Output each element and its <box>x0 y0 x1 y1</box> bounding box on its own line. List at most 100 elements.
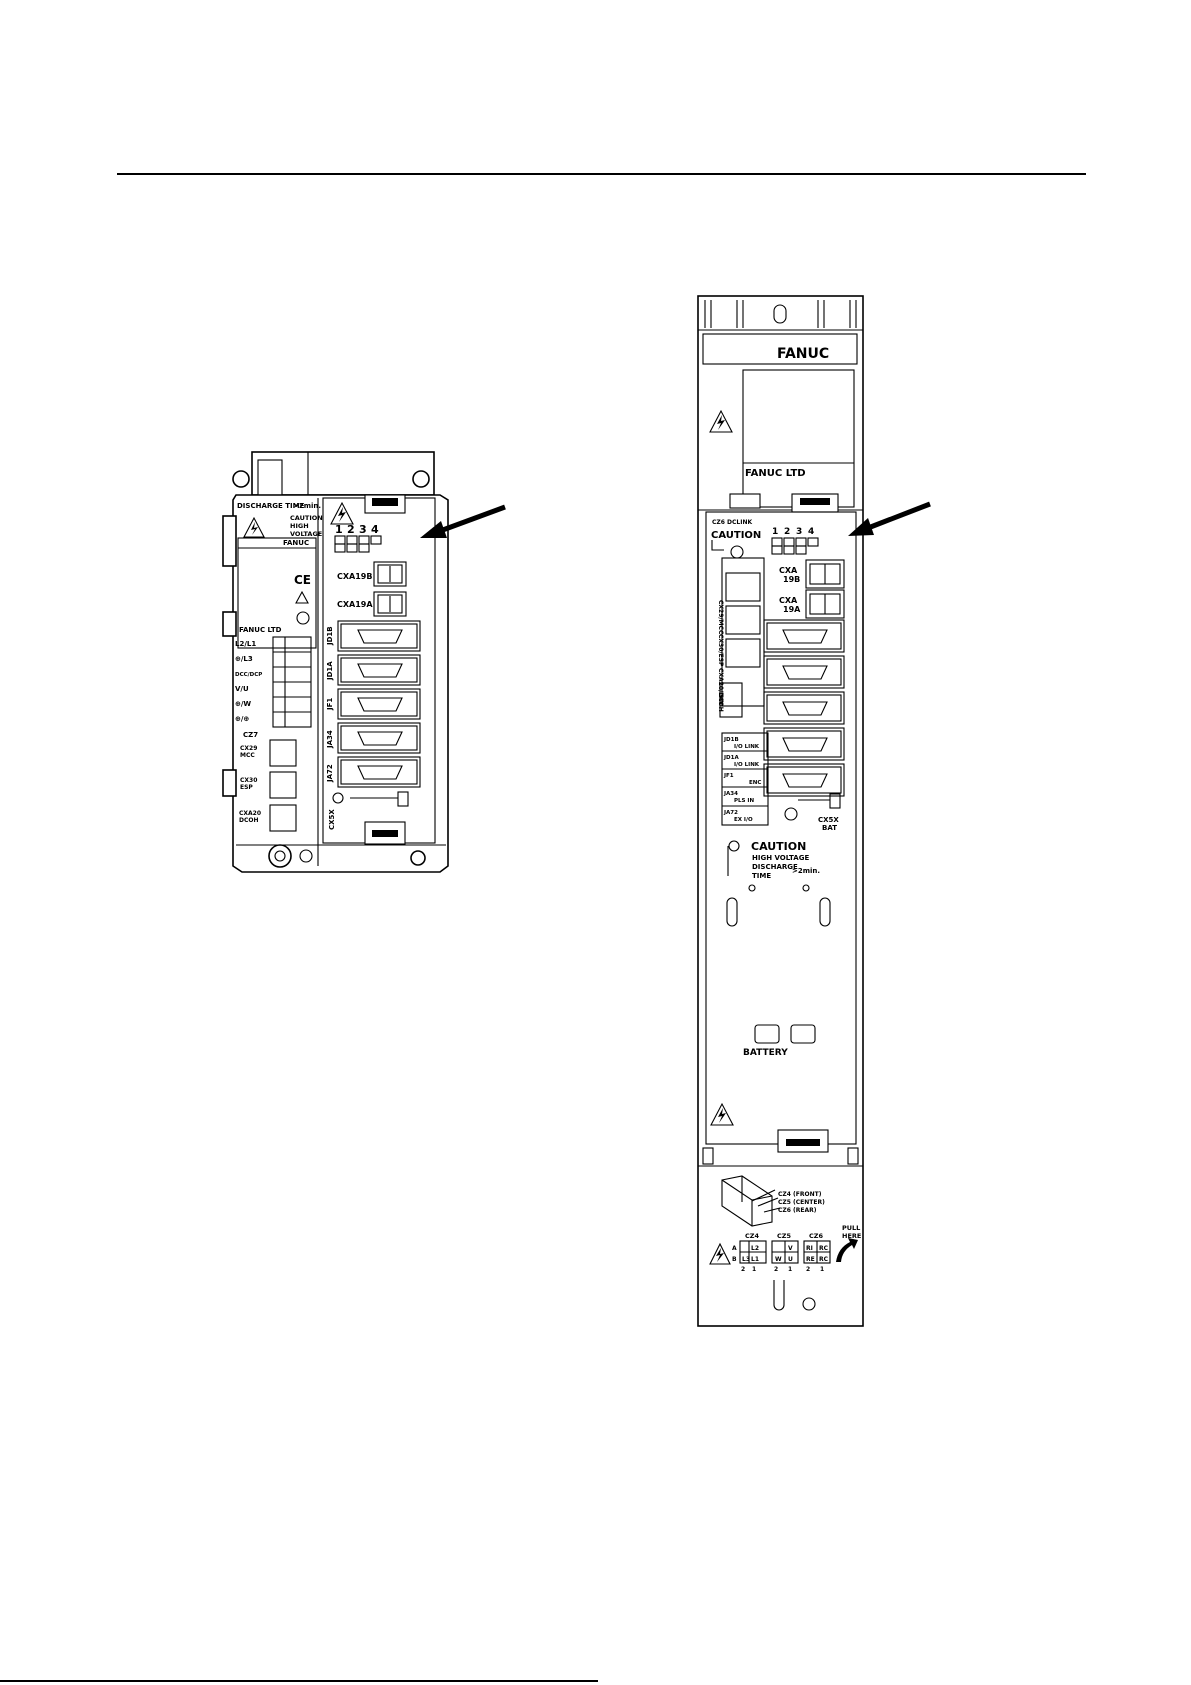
cxa19a-label: CXA <box>779 596 798 605</box>
cx30-connector <box>269 771 297 799</box>
left-mount-hole <box>412 470 430 488</box>
right-brand-band <box>702 333 858 365</box>
cxa19a-label: CXA19A <box>337 600 373 609</box>
dip-number: 2 <box>347 523 355 536</box>
port-label-jf1: JF1 <box>326 698 334 711</box>
pin-number: 1 <box>752 1266 756 1273</box>
hv-line: HIGH VOLTAGE <box>752 854 809 862</box>
sw-label: SW <box>717 694 724 705</box>
warning-triangle-icon <box>243 516 265 538</box>
legend-port-name: JD1B <box>723 737 739 743</box>
cx30-connector <box>725 605 761 635</box>
cx29-connector <box>269 739 297 767</box>
left-dsub-ports <box>337 620 421 788</box>
cx30-label: CX30 <box>240 777 257 784</box>
legend-port-name: JD1A <box>723 755 739 761</box>
cz5-cell: W <box>775 1256 782 1263</box>
header-rule <box>117 173 1086 175</box>
right-unit-body <box>697 295 864 1327</box>
cxa19a-connector <box>805 589 845 619</box>
warning-triangle-icon <box>710 1102 734 1126</box>
cz7-label: CZ7 <box>243 731 258 739</box>
terminal-label: V/U <box>235 685 249 693</box>
cz6-cell: RI <box>806 1245 813 1252</box>
warning-triangle-icon <box>330 501 354 525</box>
cz4-cell: L1 <box>751 1256 759 1263</box>
ground-icon <box>332 792 344 804</box>
row-label: A <box>732 1245 737 1252</box>
left-mount-hole <box>410 850 426 866</box>
certification-icon <box>296 611 310 625</box>
cxa19a-sub: 19A <box>783 605 801 614</box>
left-nameplate <box>237 537 317 649</box>
terminal-label: DCC/DCP <box>235 672 262 678</box>
legend-port-desc: PLS IN <box>734 798 754 804</box>
dip-number: 1 <box>772 527 778 537</box>
cz-legend-item: CZ6 (REAR) <box>778 1207 817 1214</box>
cx29-vertical-label: CX29/MCC <box>717 600 724 635</box>
warning-triangle-icon <box>709 1242 731 1265</box>
discharge-time-label: DISCHARGE TIME <box>237 502 305 510</box>
battery-connector <box>829 793 841 809</box>
battery-connector <box>397 791 409 807</box>
pin-number: 2 <box>774 1266 778 1273</box>
cxa19b-label: CXA19B <box>337 572 372 581</box>
caution-label: CAUTION <box>711 530 761 541</box>
cz-header: CZ4 <box>745 1232 759 1240</box>
cz-header: CZ5 <box>777 1232 791 1240</box>
maker-label: FANUC LTD <box>239 626 282 634</box>
cxa20-vertical-label: CXA20/DCOH <box>717 668 724 712</box>
port-label-jd1a: JD1A <box>326 661 334 681</box>
terminal-label: L2/L1 <box>235 640 256 648</box>
cxa19b-connector <box>805 559 845 589</box>
dip-number: 1 <box>335 523 343 536</box>
cxa20-connector <box>269 804 297 832</box>
right-pointer-arrow <box>867 501 931 531</box>
legend-port-name: JF1 <box>723 773 734 779</box>
sw-switch <box>719 682 743 718</box>
dip-number: 4 <box>808 527 814 537</box>
brand-logo: FANUC <box>777 346 829 362</box>
cxa19a-connector <box>373 591 407 617</box>
cxa20-label: CXA20 <box>239 810 261 817</box>
hv-line: DISCHARGE <box>752 863 798 871</box>
here-label: HERE <box>842 1232 861 1240</box>
pull-label: PULL <box>842 1224 860 1232</box>
cz6-cell: RE <box>806 1256 815 1263</box>
battery-slot <box>754 1024 780 1044</box>
cz6-cell: RC <box>819 1256 829 1263</box>
cz-legend-item: CZ4 (FRONT) <box>778 1191 822 1198</box>
legend-port-name: JA34 <box>723 791 738 797</box>
pin-number: 1 <box>788 1266 792 1273</box>
cxa20-connector <box>725 638 761 668</box>
terminal-label: ⊕/W <box>235 700 251 708</box>
pin-number: 2 <box>806 1266 810 1273</box>
dip-number: 4 <box>371 523 379 536</box>
caution-hv-title: CAUTION <box>751 840 806 853</box>
port-label-ja34: JA34 <box>326 730 334 749</box>
cz6-cell: RC <box>819 1245 829 1252</box>
cz4-cell: L2 <box>751 1245 759 1252</box>
caution-line: VOLTAGE <box>290 530 322 538</box>
brand-logo: FANUC <box>283 539 309 547</box>
footer-rule <box>0 1680 598 1682</box>
cz6-dclink-label: CZ6 DCLINK <box>712 519 752 526</box>
pin-number: 2 <box>741 1266 745 1273</box>
bat-label: BAT <box>822 824 837 832</box>
cz4-cell: L3 <box>742 1256 750 1263</box>
dip-number: 2 <box>784 527 790 537</box>
left-mount-hole <box>232 470 250 488</box>
cz5-cell: U <box>788 1256 793 1263</box>
cx29-sub: MCC <box>240 752 255 759</box>
port-label-jd1b: JD1B <box>326 626 334 646</box>
terminal-label: ⊕/⊕ <box>235 715 249 723</box>
warning-triangle-icon <box>295 590 309 604</box>
cx29-connector <box>725 572 761 602</box>
ce-mark: CE <box>294 573 311 587</box>
battery-label: BATTERY <box>743 1048 788 1058</box>
cx29-label: CX29 <box>240 745 257 752</box>
battery-slot <box>790 1024 816 1044</box>
cx30-vertical-label: CX30/ESP <box>717 634 724 667</box>
